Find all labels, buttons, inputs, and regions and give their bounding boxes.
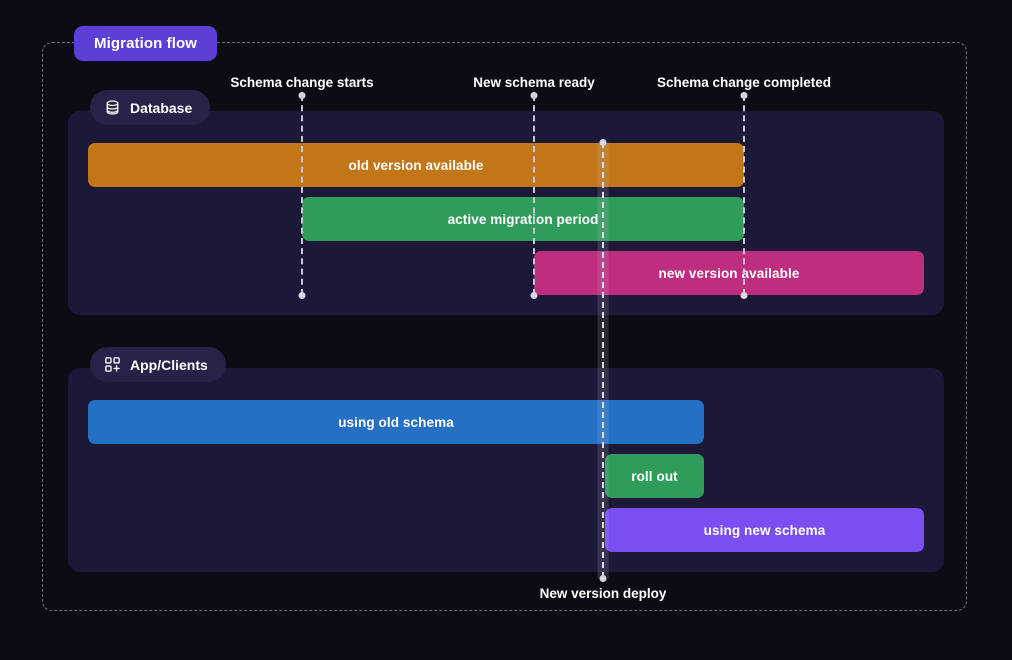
milestone-dot-bottom: [599, 574, 607, 582]
milestone-dot-bottom: [740, 291, 748, 299]
lane-badge-database: Database: [90, 90, 211, 125]
milestone-label: Schema change completed: [656, 75, 832, 90]
bar-label: active migration period: [447, 211, 599, 227]
milestone-dot-bottom: [298, 291, 306, 299]
migration-flow-title-label: Migration flow: [94, 35, 198, 52]
bar-new-version-available[interactable]: new version available: [534, 251, 924, 295]
bar-using-old-schema[interactable]: using old schema: [88, 400, 704, 444]
bar-active-migration-period[interactable]: active migration period: [302, 197, 744, 241]
bar-label: using new schema: [703, 522, 826, 538]
milestone-line: [533, 95, 535, 295]
bar-label: new version available: [658, 265, 800, 281]
lane-badge-app-clients-label: App/Clients: [130, 356, 208, 373]
lane-badge-database-label: Database: [130, 99, 193, 116]
milestone-line: [602, 142, 604, 578]
bar-using-new-schema[interactable]: using new schema: [605, 508, 924, 552]
bar-label: roll out: [631, 468, 678, 484]
bar-label: using old schema: [338, 414, 454, 430]
milestone-line: [301, 95, 303, 295]
milestone-line: [743, 95, 745, 295]
bar-label: old version available: [348, 157, 484, 173]
milestone-dot-bottom: [530, 291, 538, 299]
migration-flow-title-badge: Migration flow: [74, 26, 218, 61]
lane-badge-app-clients: App/Clients: [90, 347, 226, 382]
database-icon: [104, 99, 121, 116]
bar-old-version-available[interactable]: old version available: [88, 143, 744, 187]
migration-flow-frame: [42, 42, 967, 611]
milestone-label: Schema change starts: [230, 75, 374, 90]
grid-add-icon: [104, 356, 121, 373]
milestone-label: New schema ready: [473, 75, 595, 90]
milestone-label: New version deploy: [539, 586, 667, 601]
bar-roll-out[interactable]: roll out: [605, 454, 704, 498]
